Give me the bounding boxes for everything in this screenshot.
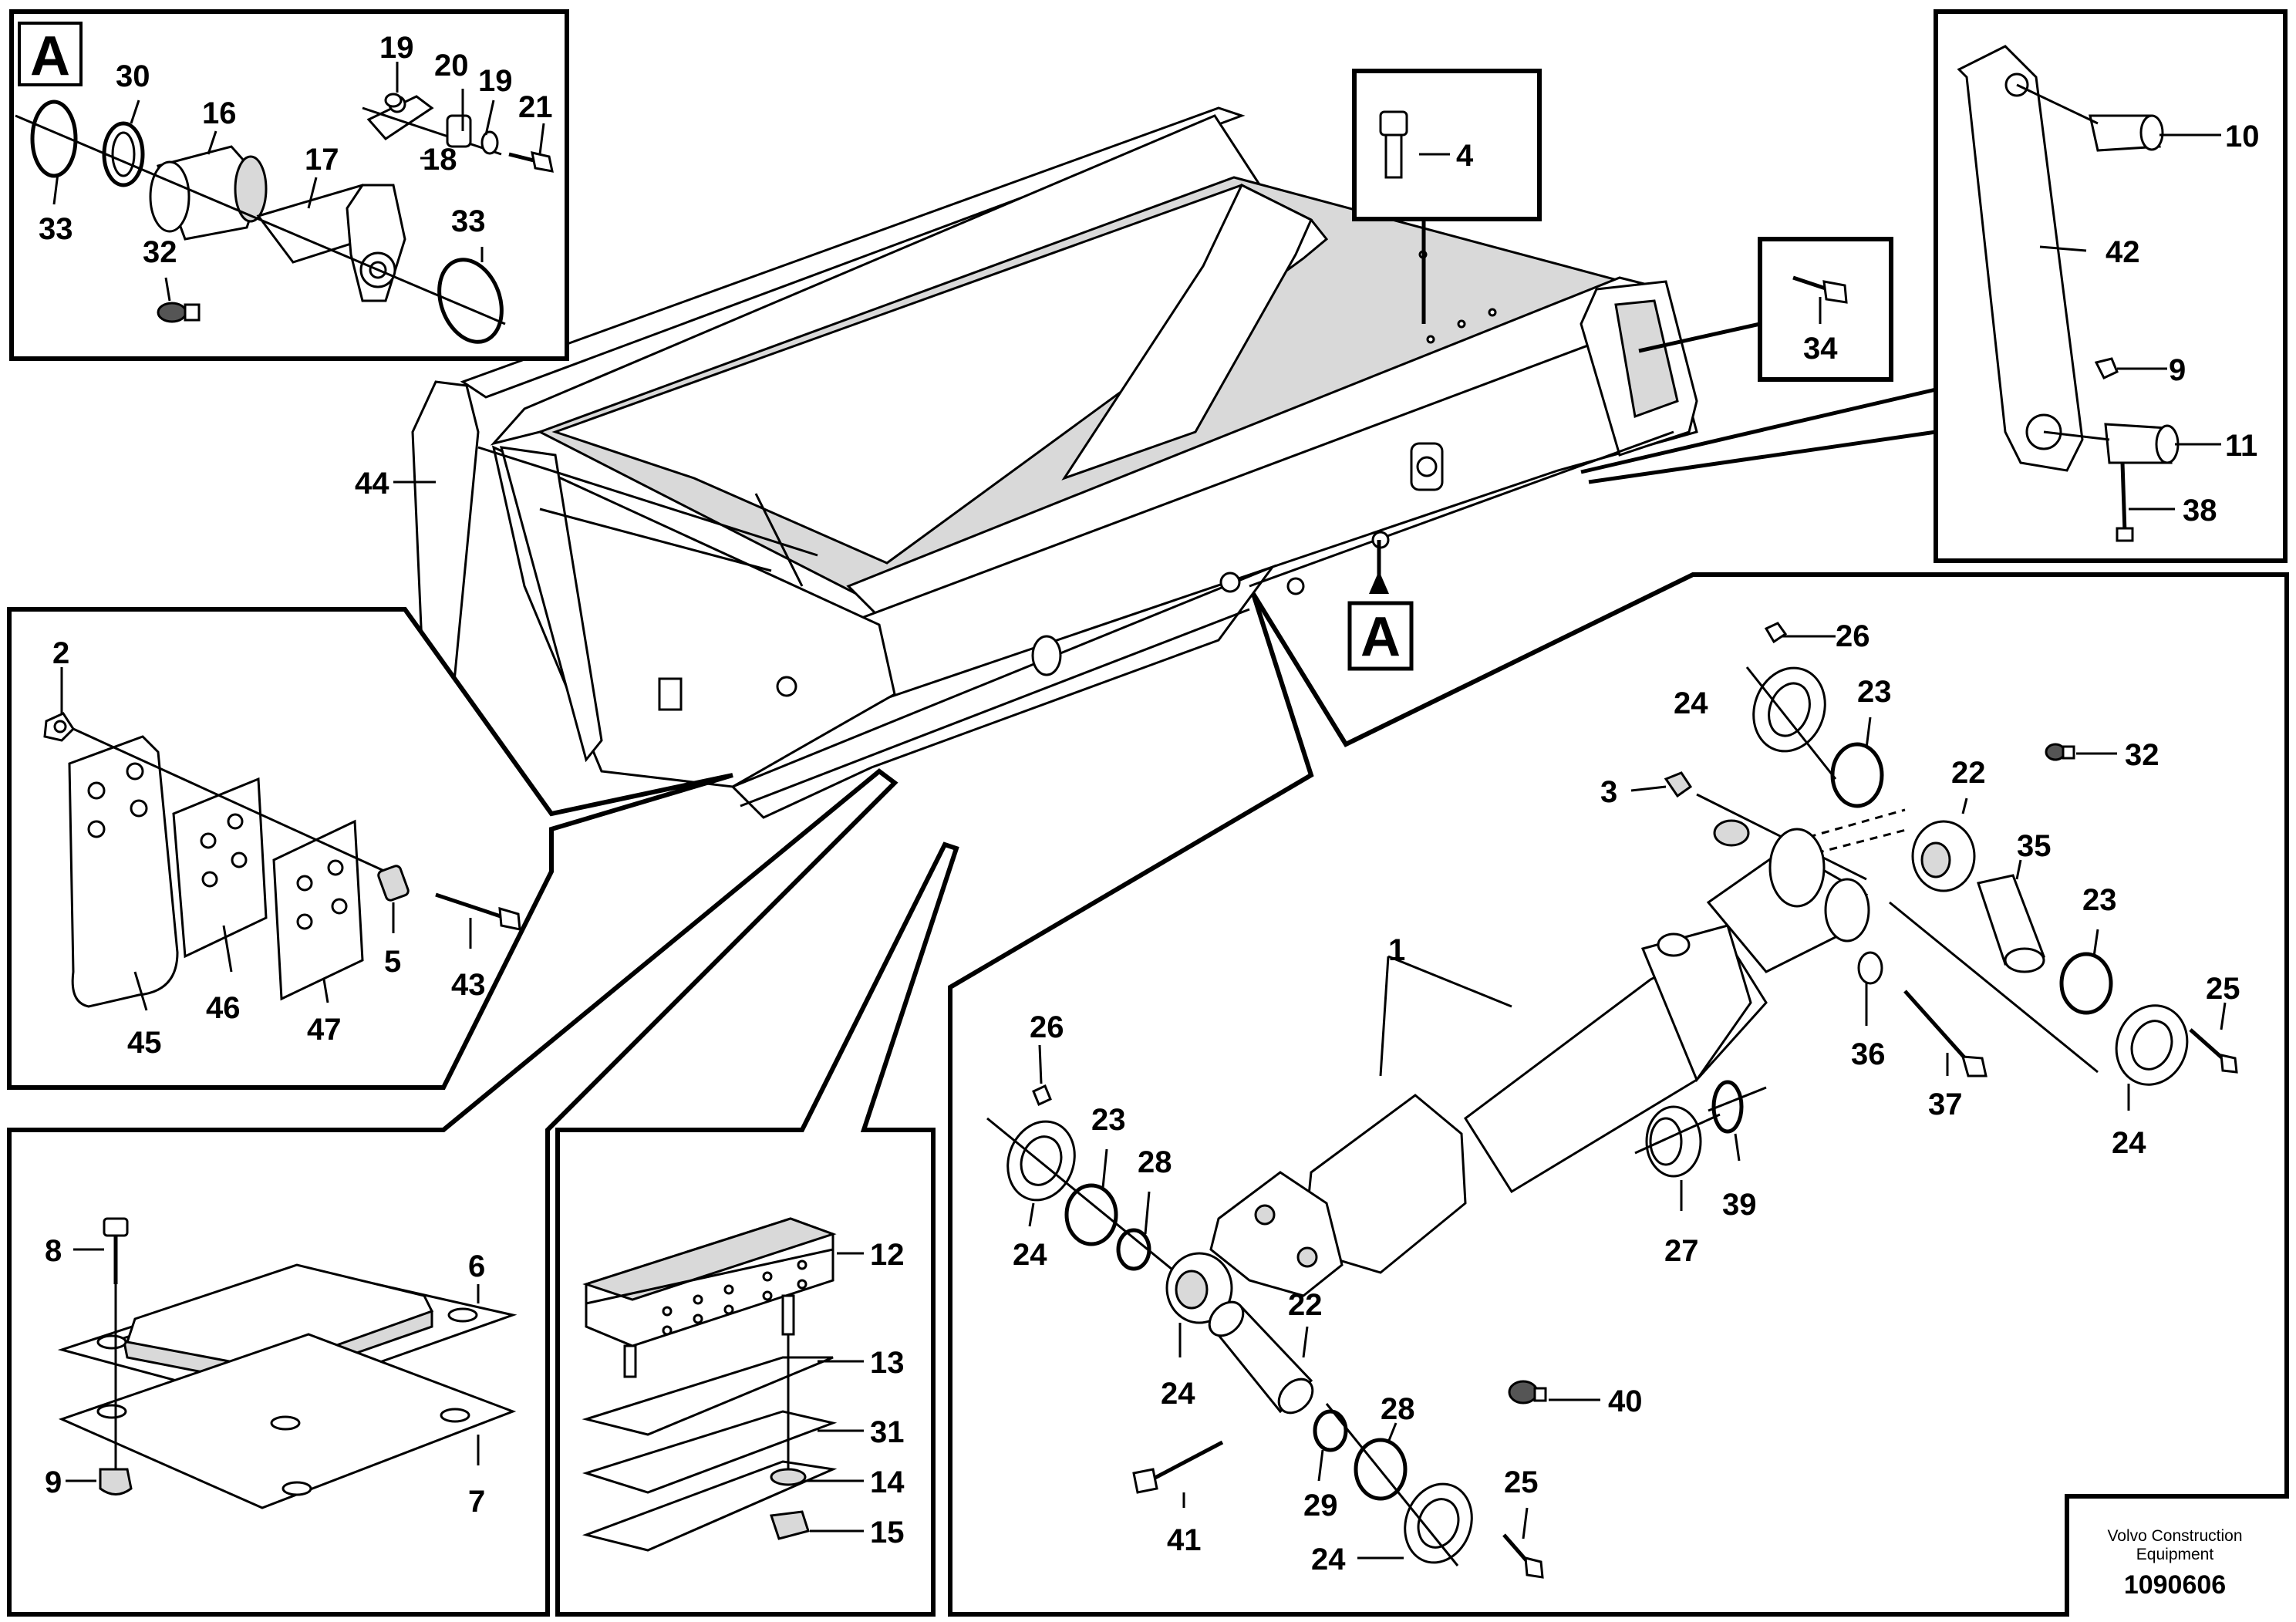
label-23-top: 23 — [1857, 675, 1892, 709]
label-11: 11 — [2225, 429, 2257, 463]
label-25-right: 25 — [2206, 972, 2240, 1006]
label-21: 21 — [518, 90, 553, 124]
label-12: 12 — [870, 1238, 905, 1272]
label-26-bottom: 26 — [1030, 1010, 1064, 1044]
label-33-left: 33 — [39, 212, 73, 246]
label-6: 6 — [468, 1249, 485, 1283]
title-block: Volvo Construction Equipment 1090606 — [2107, 1527, 2242, 1600]
label-30: 30 — [116, 59, 150, 93]
label-44: 44 — [355, 467, 389, 501]
label-28-bottom-right: 29 — [1303, 1489, 1338, 1523]
label-5: 5 — [384, 945, 401, 979]
label-26-top: 26 — [1836, 619, 1870, 653]
label-1: 1 — [1388, 933, 1405, 967]
callout-a: A — [1347, 540, 1414, 671]
label-25-bottom: 25 — [1504, 1465, 1539, 1499]
company-line-2: Equipment — [2136, 1546, 2214, 1563]
dump-body-drawing — [393, 106, 1698, 819]
label-15: 15 — [870, 1516, 905, 1549]
label-41: 40 — [1608, 1384, 1643, 1418]
inset-stack: 12 13 31 14 15 — [555, 841, 959, 1617]
label-32-inset-a: 32 — [143, 235, 177, 269]
label-16: 16 — [202, 96, 237, 130]
label-14: 14 — [870, 1465, 905, 1499]
inset-cylinder: 26 24 23 3 22 32 35 23 — [948, 572, 2289, 1617]
callout-letter: A — [1360, 606, 1401, 668]
label-4: 4 — [1456, 139, 1474, 173]
label-13: 13 — [870, 1346, 905, 1380]
label-32-cyl: 32 — [2125, 738, 2159, 772]
label-29: 41 — [1167, 1523, 1202, 1557]
label-47: 47 — [307, 1013, 342, 1047]
label-24-top: 24 — [1674, 686, 1708, 720]
section-letter: A — [30, 25, 70, 87]
label-18: 18 — [423, 143, 457, 177]
label-2: 2 — [52, 636, 69, 670]
label-23-bottom-right: 28 — [1381, 1392, 1415, 1426]
label-37: 37 — [1928, 1088, 1963, 1121]
inset-bolt: 4 — [1352, 69, 1542, 324]
inset-pad: 8 9 6 7 — [7, 768, 899, 1617]
label-8: 8 — [45, 1234, 62, 1268]
label-35: 35 — [2017, 829, 2052, 863]
label-20: 20 — [434, 49, 469, 83]
label-38: 38 — [2183, 494, 2217, 528]
label-24-right: 24 — [2112, 1126, 2146, 1160]
inset-link: 10 42 9 11 38 — [1580, 9, 2288, 563]
label-31: 31 — [870, 1415, 905, 1449]
label-7: 7 — [468, 1485, 485, 1519]
label-27: 22 — [1288, 1288, 1323, 1322]
label-34: 34 — [1803, 332, 1838, 366]
inset-screw: 34 — [1638, 237, 1893, 382]
label-23-right: 23 — [2082, 883, 2117, 917]
company-line-1: Volvo Construction — [2107, 1527, 2242, 1545]
label-28-bottom-left: 28 — [1138, 1145, 1172, 1179]
label-10: 10 — [2225, 120, 2260, 153]
label-19-left: 19 — [379, 31, 414, 65]
inset-wear-plates: 2 45 46 47 5 43 — [7, 607, 733, 1090]
label-46: 46 — [206, 991, 241, 1025]
label-40: 39 — [1722, 1188, 1757, 1222]
label-39: 27 — [1664, 1234, 1699, 1268]
label-17: 17 — [305, 143, 339, 177]
label-24-bottom-left: 24 — [1013, 1238, 1047, 1272]
label-42: 42 — [2106, 235, 2140, 269]
label-3: 3 — [1600, 775, 1617, 809]
label-36: 36 — [1851, 1037, 1886, 1071]
label-45: 45 — [127, 1026, 162, 1060]
label-19-right: 19 — [478, 64, 513, 98]
inset-a-pin-assembly: A — [9, 9, 569, 361]
label-22-bottom: 24 — [1161, 1377, 1195, 1411]
label-43: 43 — [451, 968, 486, 1002]
drawing-number: 1090606 — [2124, 1570, 2226, 1600]
label-24-bottom-right: 24 — [1311, 1543, 1346, 1576]
label-22-top: 22 — [1951, 756, 1986, 790]
label-9-pad: 9 — [45, 1465, 62, 1499]
label-23-bottom-left: 23 — [1091, 1103, 1126, 1137]
label-33-right: 33 — [451, 204, 486, 238]
label-9-link: 9 — [2169, 353, 2186, 387]
